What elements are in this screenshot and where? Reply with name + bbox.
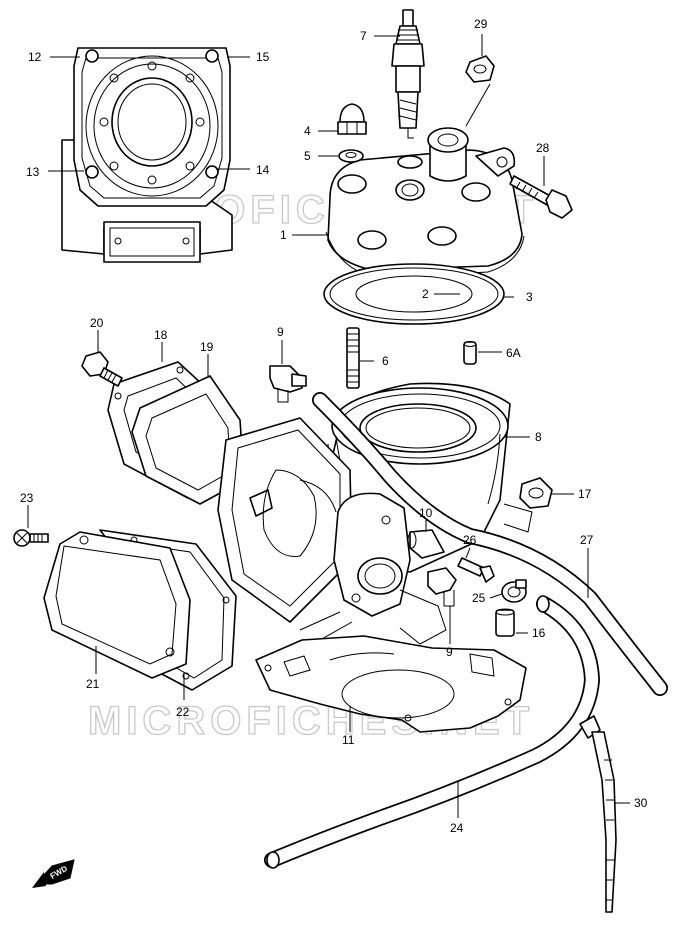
bolt-28	[509, 175, 573, 219]
callout-5: 5	[304, 149, 311, 163]
forward-direction-arrow: FWD	[32, 859, 75, 888]
bolt-26	[457, 557, 495, 583]
screw-23	[13, 529, 49, 547]
callout-8: 8	[535, 430, 542, 444]
cylinder-head	[325, 127, 525, 279]
dowel-pin	[463, 341, 477, 365]
callout-23: 23	[20, 491, 34, 505]
callout-30: 30	[634, 796, 648, 810]
exhaust-cover	[43, 531, 191, 679]
callout-29: 29	[474, 17, 488, 31]
callout-2: 2	[422, 287, 429, 301]
callout-26: 26	[463, 533, 477, 547]
callout-10: 10	[419, 506, 433, 520]
spark-plug	[391, 9, 425, 139]
callout-13: 13	[26, 165, 40, 179]
head-gasket	[323, 263, 505, 325]
callout-24: 24	[450, 821, 464, 835]
cap-nut	[337, 103, 367, 135]
callout-18: 18	[154, 328, 168, 342]
callout-25: 25	[472, 591, 486, 605]
callout-15: 15	[256, 50, 270, 64]
callout-7: 7	[360, 29, 367, 43]
callout-28: 28	[536, 141, 550, 155]
cylinder-body	[217, 382, 511, 645]
cylinder-top-view-inset	[61, 47, 233, 263]
callout-12: 12	[28, 50, 42, 64]
nut-17	[519, 477, 553, 509]
callouts: 12 15 13 14 7 29 4 5 28 1 2 3 6 6A 8 9 2…	[20, 17, 648, 835]
callout-6: 6	[382, 354, 389, 368]
stud-bolt	[346, 327, 360, 389]
callout-14: 14	[256, 163, 270, 177]
callout-6a: 6A	[506, 346, 521, 360]
callout-11: 11	[342, 733, 355, 747]
callout-17: 17	[578, 487, 592, 501]
water-hose	[264, 595, 601, 869]
hose-clamp	[501, 579, 527, 603]
callout-4: 4	[304, 124, 311, 138]
callout-1: 1	[280, 228, 287, 242]
water-fitting	[407, 529, 445, 559]
nut-29	[465, 55, 495, 83]
hose-joint-upper	[269, 365, 307, 403]
bypass-hose	[312, 392, 668, 696]
callout-21: 21	[86, 677, 100, 691]
cable-tie	[579, 715, 617, 913]
callout-20: 20	[90, 316, 104, 330]
callout-19: 19	[200, 340, 214, 354]
collar-16	[495, 608, 515, 637]
callout-27: 27	[580, 533, 594, 547]
cylinder-base-gasket	[255, 635, 527, 733]
leader-lines	[27, 34, 630, 818]
bolt-20	[81, 351, 123, 387]
callout-9-upper: 9	[277, 325, 284, 339]
hose-joint-lower	[427, 567, 457, 607]
gasket-fragment	[503, 503, 533, 533]
callout-16: 16	[532, 626, 546, 640]
callout-3: 3	[526, 290, 533, 304]
callout-22: 22	[176, 705, 190, 719]
callout-9-lower: 9	[446, 645, 453, 659]
washer	[338, 149, 364, 163]
